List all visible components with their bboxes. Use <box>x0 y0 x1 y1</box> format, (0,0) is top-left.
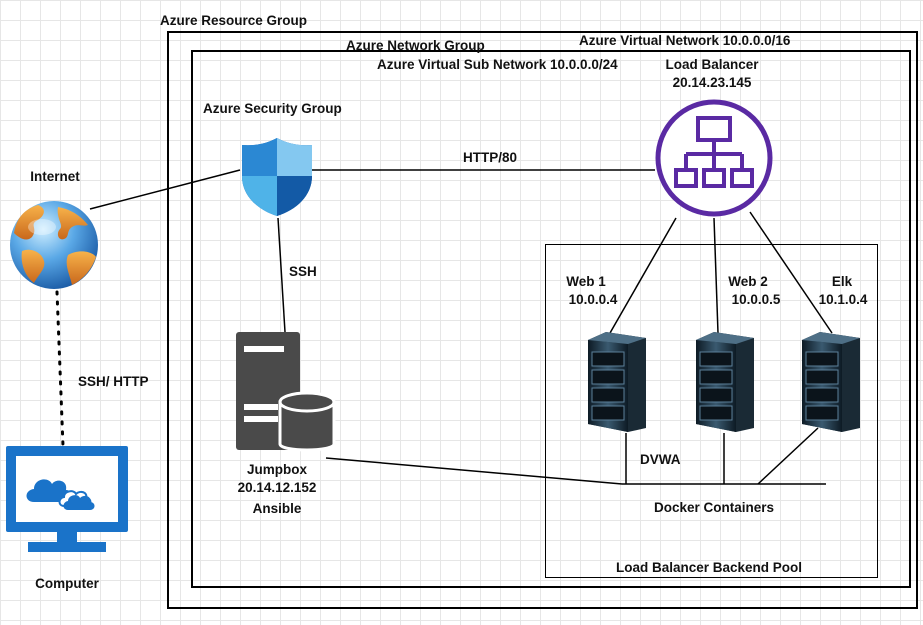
load-balancer-title: Load Balancer <box>665 57 759 72</box>
web1-title: Web 1 <box>566 274 606 289</box>
jumpbox-title: Jumpbox <box>246 462 308 477</box>
load-balancer-icon <box>655 99 773 217</box>
jumpbox-ip: 20.14.12.152 <box>237 480 317 495</box>
web2-title: Web 2 <box>728 274 768 289</box>
web2-ip: 10.0.0.5 <box>731 292 781 307</box>
lb-to-web1-line <box>609 217 677 334</box>
dvwa-label: DVWA <box>640 452 681 467</box>
elk-ip: 10.1.0.4 <box>818 292 868 307</box>
jumpbox-ansible-label: Ansible <box>252 501 302 516</box>
docker-containers-label: Docker Containers <box>653 500 775 515</box>
internet-to-security-line <box>89 169 241 210</box>
shield-icon <box>242 138 312 216</box>
http80-label: HTTP/80 <box>463 150 518 165</box>
security-to-jumpbox-line <box>277 217 286 333</box>
server-rack-icon <box>802 332 860 432</box>
security-group-label: Azure Security Group <box>203 101 342 116</box>
server-rack-icon <box>696 332 754 432</box>
ssh-http-label: SSH/ HTTP <box>78 374 149 389</box>
load-balancer-ip: 20.14.23.145 <box>672 75 752 90</box>
ssh-label: SSH <box>289 264 317 279</box>
subnet-label: Azure Virtual Sub Network 10.0.0.0/24 <box>377 57 618 72</box>
computer-to-internet-line <box>55 290 65 448</box>
virtual-network-label: Azure Virtual Network 10.0.0.0/16 <box>579 33 791 48</box>
server-database-icon <box>236 332 336 452</box>
lb-to-elk-line <box>749 211 833 334</box>
elk-to-docker-line <box>757 427 819 485</box>
backend-pool-box <box>545 244 878 578</box>
resource-group-box <box>167 31 918 609</box>
network-group-label: Azure Network Group <box>346 38 485 53</box>
globe-icon <box>10 201 98 289</box>
jumpbox-to-docker-line <box>325 457 623 485</box>
virtual-network-box <box>191 50 911 588</box>
internet-label: Internet <box>30 169 80 184</box>
elk-title: Elk <box>831 274 853 289</box>
computer-label: Computer <box>35 576 99 591</box>
server-rack-icon <box>588 332 646 432</box>
monitor-cloud-icon <box>6 446 128 552</box>
resource-group-label: Azure Resource Group <box>160 13 308 28</box>
web1-ip: 10.0.0.4 <box>568 292 618 307</box>
lb-to-web2-line <box>713 217 719 334</box>
backend-pool-label: Load Balancer Backend Pool <box>615 560 803 575</box>
